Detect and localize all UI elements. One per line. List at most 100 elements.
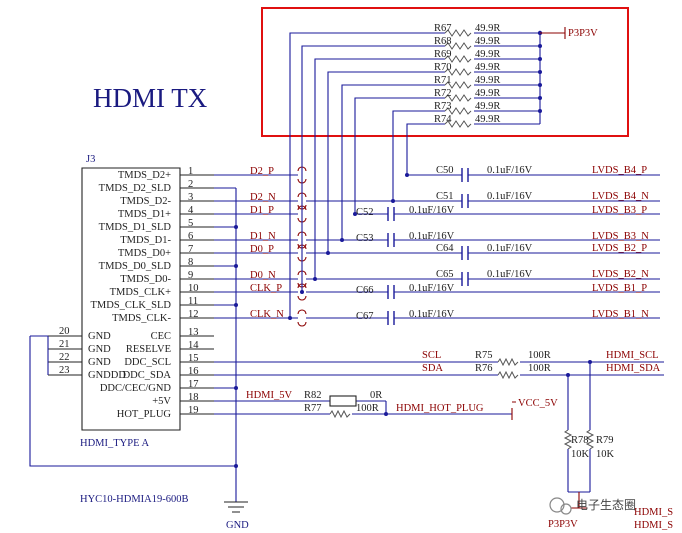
tmds-wiring [214,174,298,319]
pullup-feed-wiring [288,32,445,320]
c52-net: LVDS_B3_P [592,205,647,216]
net-label-d1-p: D1_P [250,205,274,216]
shell-pin-name-22: GND [88,357,111,368]
pin-name-8: TMDS_D0_SLD [99,261,172,272]
connector-type: HDMI_TYPE A [80,438,150,449]
r69-value: 49.9R [475,49,500,60]
r71-ref: R71 [434,75,452,86]
net-label-d2-n: D2_N [250,192,276,203]
r78-ref: R78 [571,435,589,446]
gnd-label: GND [226,520,249,531]
net-label-d1-n: D1_N [250,231,276,242]
pullup-bus [474,27,566,125]
c50-net: LVDS_B4_P [592,165,647,176]
pin-name-12: TMDS_CLK- [112,313,171,324]
r75-value: 100R [528,350,551,361]
pin-name-6: TMDS_D1- [120,235,171,246]
pin-name-14: RESELVE [126,344,171,355]
pin-number-4: 4 [188,205,194,216]
hot-plug-net-label: HDMI_HOT_PLUG [396,403,484,414]
connector-left-pins: 20 21 22 23 [48,326,82,376]
r76-ref: R76 [475,363,493,374]
c51-value: 0.1uF/16V [487,191,533,202]
pin-number-12: 12 [188,309,199,320]
cap-labels: C50 0.1uF/16V LVDS_B4_P C51 0.1uF/16V LV… [356,165,649,322]
pin-name-3: TMDS_D2- [120,196,171,207]
r70-ref: R70 [434,62,452,73]
pin-name-7: TMDS_D0+ [118,248,171,259]
pin-number-5: 5 [188,218,193,229]
r67-value: 49.9R [475,23,500,34]
c66-net: LVDS_B1_P [592,283,647,294]
c50-value: 0.1uF/16V [487,165,533,176]
r77-ref: R77 [304,403,322,414]
hdmi-bottom-net-2: HDMI_S [634,520,673,531]
pin-number-16: 16 [188,366,199,377]
pin-name-18: +5V [152,396,171,407]
shell-pin-number-23: 23 [59,365,70,376]
pin-name-9: TMDS_D0- [120,274,171,285]
ddc-wiring [214,357,664,509]
c67-value: 0.1uF/16V [409,309,455,320]
r78-value: 10K [571,449,590,460]
pin-number-7: 7 [188,244,193,255]
r79-ref: R79 [596,435,614,446]
net-label-d0-n: D0_N [250,270,276,281]
shell-pin-number-21: 21 [59,339,70,350]
pin-number-8: 8 [188,257,193,268]
c50-ref: C50 [436,165,454,176]
r67-ref: R67 [434,23,452,34]
pin-number-3: 3 [188,192,193,203]
r79-value: 10K [596,449,615,460]
hdmi-5v-label: HDMI_5V [246,390,292,401]
net-label-d0-p: D0_P [250,244,274,255]
shell-pin-name-21: GND [88,344,111,355]
pin-name-1: TMDS_D2+ [118,170,171,181]
pin-name-2: TMDS_D2_SLD [99,183,172,194]
pin-name-13: CEC [151,331,171,342]
c65-net: LVDS_B2_N [592,269,649,280]
shell-pin-number-20: 20 [59,326,70,337]
r76-value: 100R [528,363,551,374]
pin-number-1: 1 [188,166,193,177]
pin-number-9: 9 [188,270,193,281]
pullup-highlight-box [261,7,629,137]
watermark-text: 电子生态圈 [576,498,636,512]
r70-value: 49.9R [475,62,500,73]
wechat-icon [549,497,565,513]
c51-net: LVDS_B4_N [592,191,649,202]
r72-value: 49.9R [475,88,500,99]
power-wiring [214,395,516,420]
shell-pin-number-22: 22 [59,352,70,363]
watermark: 电子生态圈 [549,497,636,515]
r73-ref: R73 [434,101,452,112]
pin-number-17: 17 [188,379,199,390]
c52-ref: C52 [356,207,374,218]
r82-value: 0R [370,390,382,401]
pin-name-16: DDC_SDA [123,370,172,381]
pin-number-14: 14 [188,340,199,351]
c67-ref: C67 [356,311,374,322]
r74-value: 49.9R [475,114,500,125]
r74-ref: R74 [434,114,452,125]
ground-wiring [29,187,248,513]
c53-value: 0.1uF/16V [409,231,455,242]
coupling-capacitors [387,168,469,325]
r68-value: 49.9R [475,36,500,47]
c65-value: 0.1uF/16V [487,269,533,280]
pin-number-18: 18 [188,392,199,403]
connector-body [81,167,181,431]
net-label-d2-p: D2_P [250,166,274,177]
pin-name-5: TMDS_D1_SLD [99,222,172,233]
r68-ref: R68 [434,36,452,47]
pin-name-10: TMDS_CLK+ [110,287,171,298]
pin-number-13: 13 [188,327,199,338]
pin-number-10: 10 [188,283,199,294]
schematic-title: HDMI TX [93,83,208,113]
r77-value: 100R [356,403,379,414]
pin-name-4: TMDS_D1+ [118,209,171,220]
pin-name-17: DDC/CEC/GND [100,383,172,394]
ddc-scl-label: SCL [422,350,441,361]
pin-number-6: 6 [188,231,193,242]
